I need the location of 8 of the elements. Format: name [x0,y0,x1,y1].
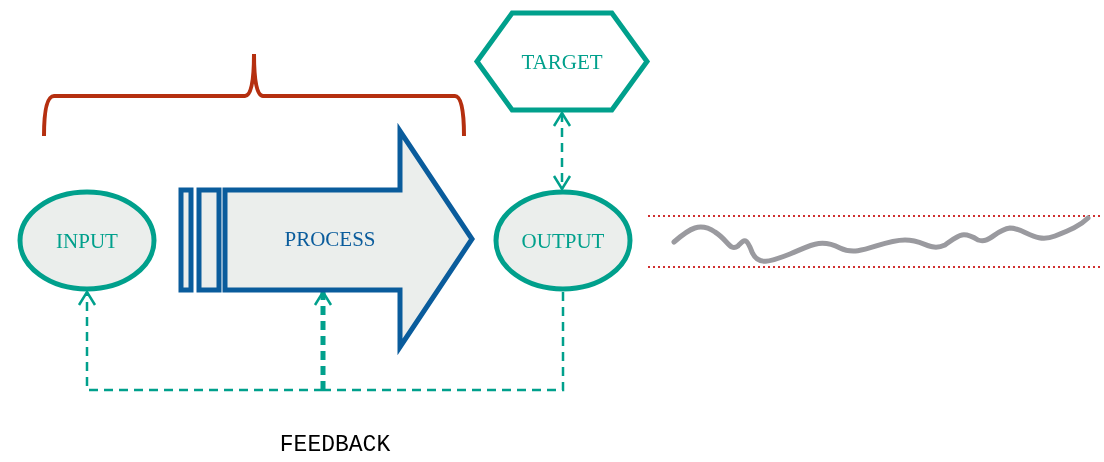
dashed-arrow [77,290,323,392]
dashed-line [323,292,565,392]
node-label: OUTPUT [521,228,605,253]
dashed-arrow [552,111,572,191]
node-label: INPUT [56,228,118,253]
node-label: PROCESS [284,226,376,252]
feedback-label: FEEDBACK [279,432,391,458]
node-label: TARGET [521,49,603,74]
